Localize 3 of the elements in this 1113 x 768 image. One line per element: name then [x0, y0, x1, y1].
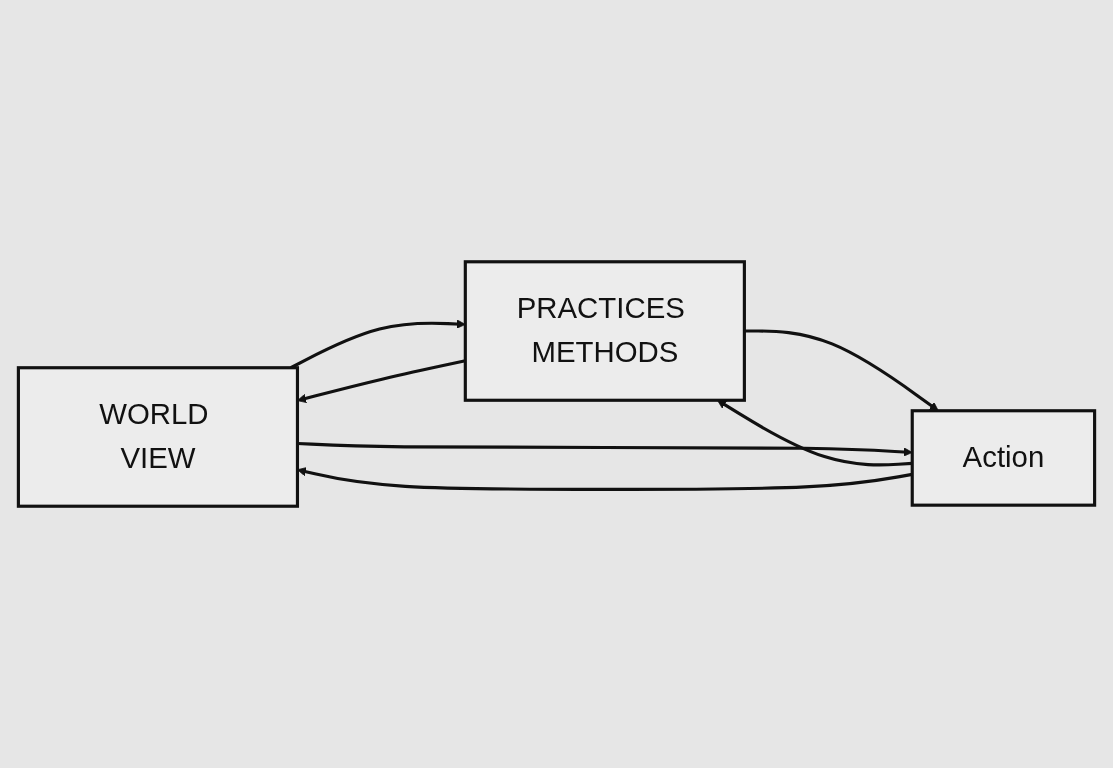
node-box: WORLD VIEW	[16, 366, 300, 508]
node-box: PRACTICES METHODS	[463, 260, 746, 402]
node-box: Action	[910, 409, 1097, 507]
